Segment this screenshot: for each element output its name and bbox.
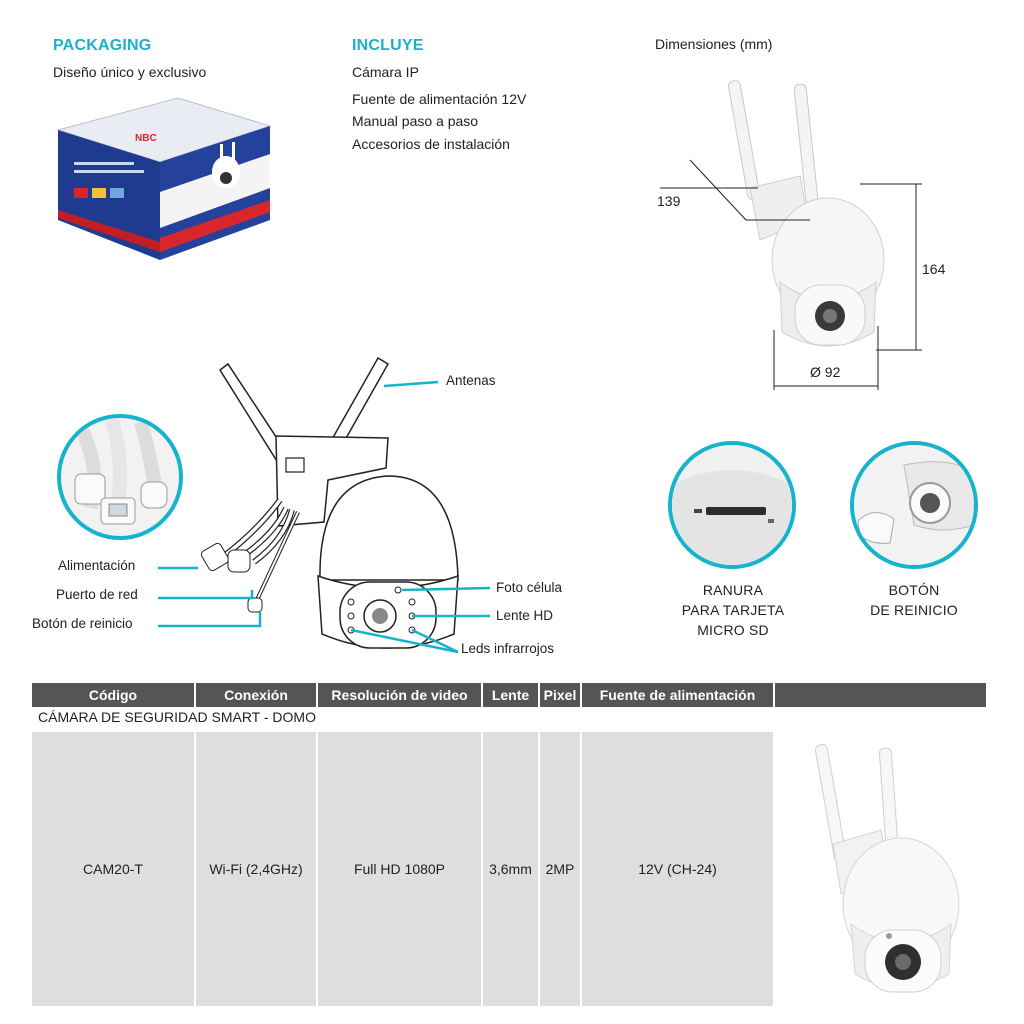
cell-pixel: 2MP xyxy=(540,732,582,1006)
callout-antenas: Antenas xyxy=(446,373,496,388)
sd-slot-label-line3: MICRO SD xyxy=(697,622,769,638)
dimension-height: 164 xyxy=(922,261,946,277)
connector-zoom-image xyxy=(74,418,168,525)
sd-slot-image xyxy=(672,445,792,565)
includes-item-3: Accesorios de instalación xyxy=(352,136,510,152)
reset-zoom-circle xyxy=(850,441,978,569)
product-camera-image xyxy=(814,744,959,993)
connector-zoom-circle xyxy=(57,414,183,540)
sd-slot-zoom-circle xyxy=(668,441,796,569)
reset-label-line2: DE REINICIO xyxy=(870,602,958,618)
col-header-image xyxy=(775,683,986,707)
callout-puerto-red: Puerto de red xyxy=(56,587,138,602)
includes-item-1: Fuente de alimentación 12V xyxy=(352,91,527,107)
col-header-conexion: Conexión xyxy=(196,683,318,707)
camera-callout-diagram xyxy=(158,356,491,654)
reset-button-image xyxy=(854,445,974,565)
includes-item-0: Cámara IP xyxy=(352,64,419,80)
dimension-depth: 139 xyxy=(657,193,681,209)
sd-slot-label-line2: PARA TARJETA xyxy=(681,602,785,618)
box-brand: NBC xyxy=(135,133,157,144)
reset-label-line1: BOTÓN xyxy=(888,582,940,598)
cell-codigo: CAM20-T xyxy=(32,732,196,1006)
packaging-subtitle: Diseño único y exclusivo xyxy=(53,64,207,80)
col-header-resolucion: Resolución de video xyxy=(318,683,483,707)
dimension-diameter: Ø 92 xyxy=(810,364,841,380)
col-header-pixel: Pixel xyxy=(540,683,582,707)
col-header-codigo: Código xyxy=(32,683,196,707)
includes-item-2: Manual paso a paso xyxy=(352,113,479,129)
callout-leds: Leds infrarrojos xyxy=(461,641,555,656)
callout-foto-celula: Foto célula xyxy=(496,580,563,595)
dimensions-diagram xyxy=(660,80,922,390)
spec-table-header: Código Conexión Resolución de video Lent… xyxy=(32,683,986,707)
callout-lente-hd: Lente HD xyxy=(496,608,554,623)
dimensions-title: Dimensiones (mm) xyxy=(655,36,773,52)
packaging-box-image xyxy=(56,97,272,260)
cell-fuente: 12V (CH-24) xyxy=(582,732,775,1006)
table-row: CAM20-T Wi-Fi (2,4GHz) Full HD 1080P 3,6… xyxy=(32,732,986,1006)
col-header-lente: Lente xyxy=(483,683,540,707)
callout-boton-reinicio: Botón de reinicio xyxy=(32,616,133,631)
col-header-fuente: Fuente de alimentación xyxy=(582,683,775,707)
cell-conexion: Wi-Fi (2,4GHz) xyxy=(196,732,318,1006)
cell-resolucion: Full HD 1080P xyxy=(318,732,483,1006)
packaging-heading: PACKAGING xyxy=(53,37,152,54)
sd-slot-label-line1: RANURA xyxy=(702,582,764,598)
cell-lente: 3,6mm xyxy=(483,732,540,1006)
includes-heading: INCLUYE xyxy=(352,37,424,54)
callout-alimentacion: Alimentación xyxy=(58,558,136,573)
cell-product-image xyxy=(775,732,986,1006)
table-category-label: CÁMARA DE SEGURIDAD SMART - DOMO xyxy=(38,709,316,725)
